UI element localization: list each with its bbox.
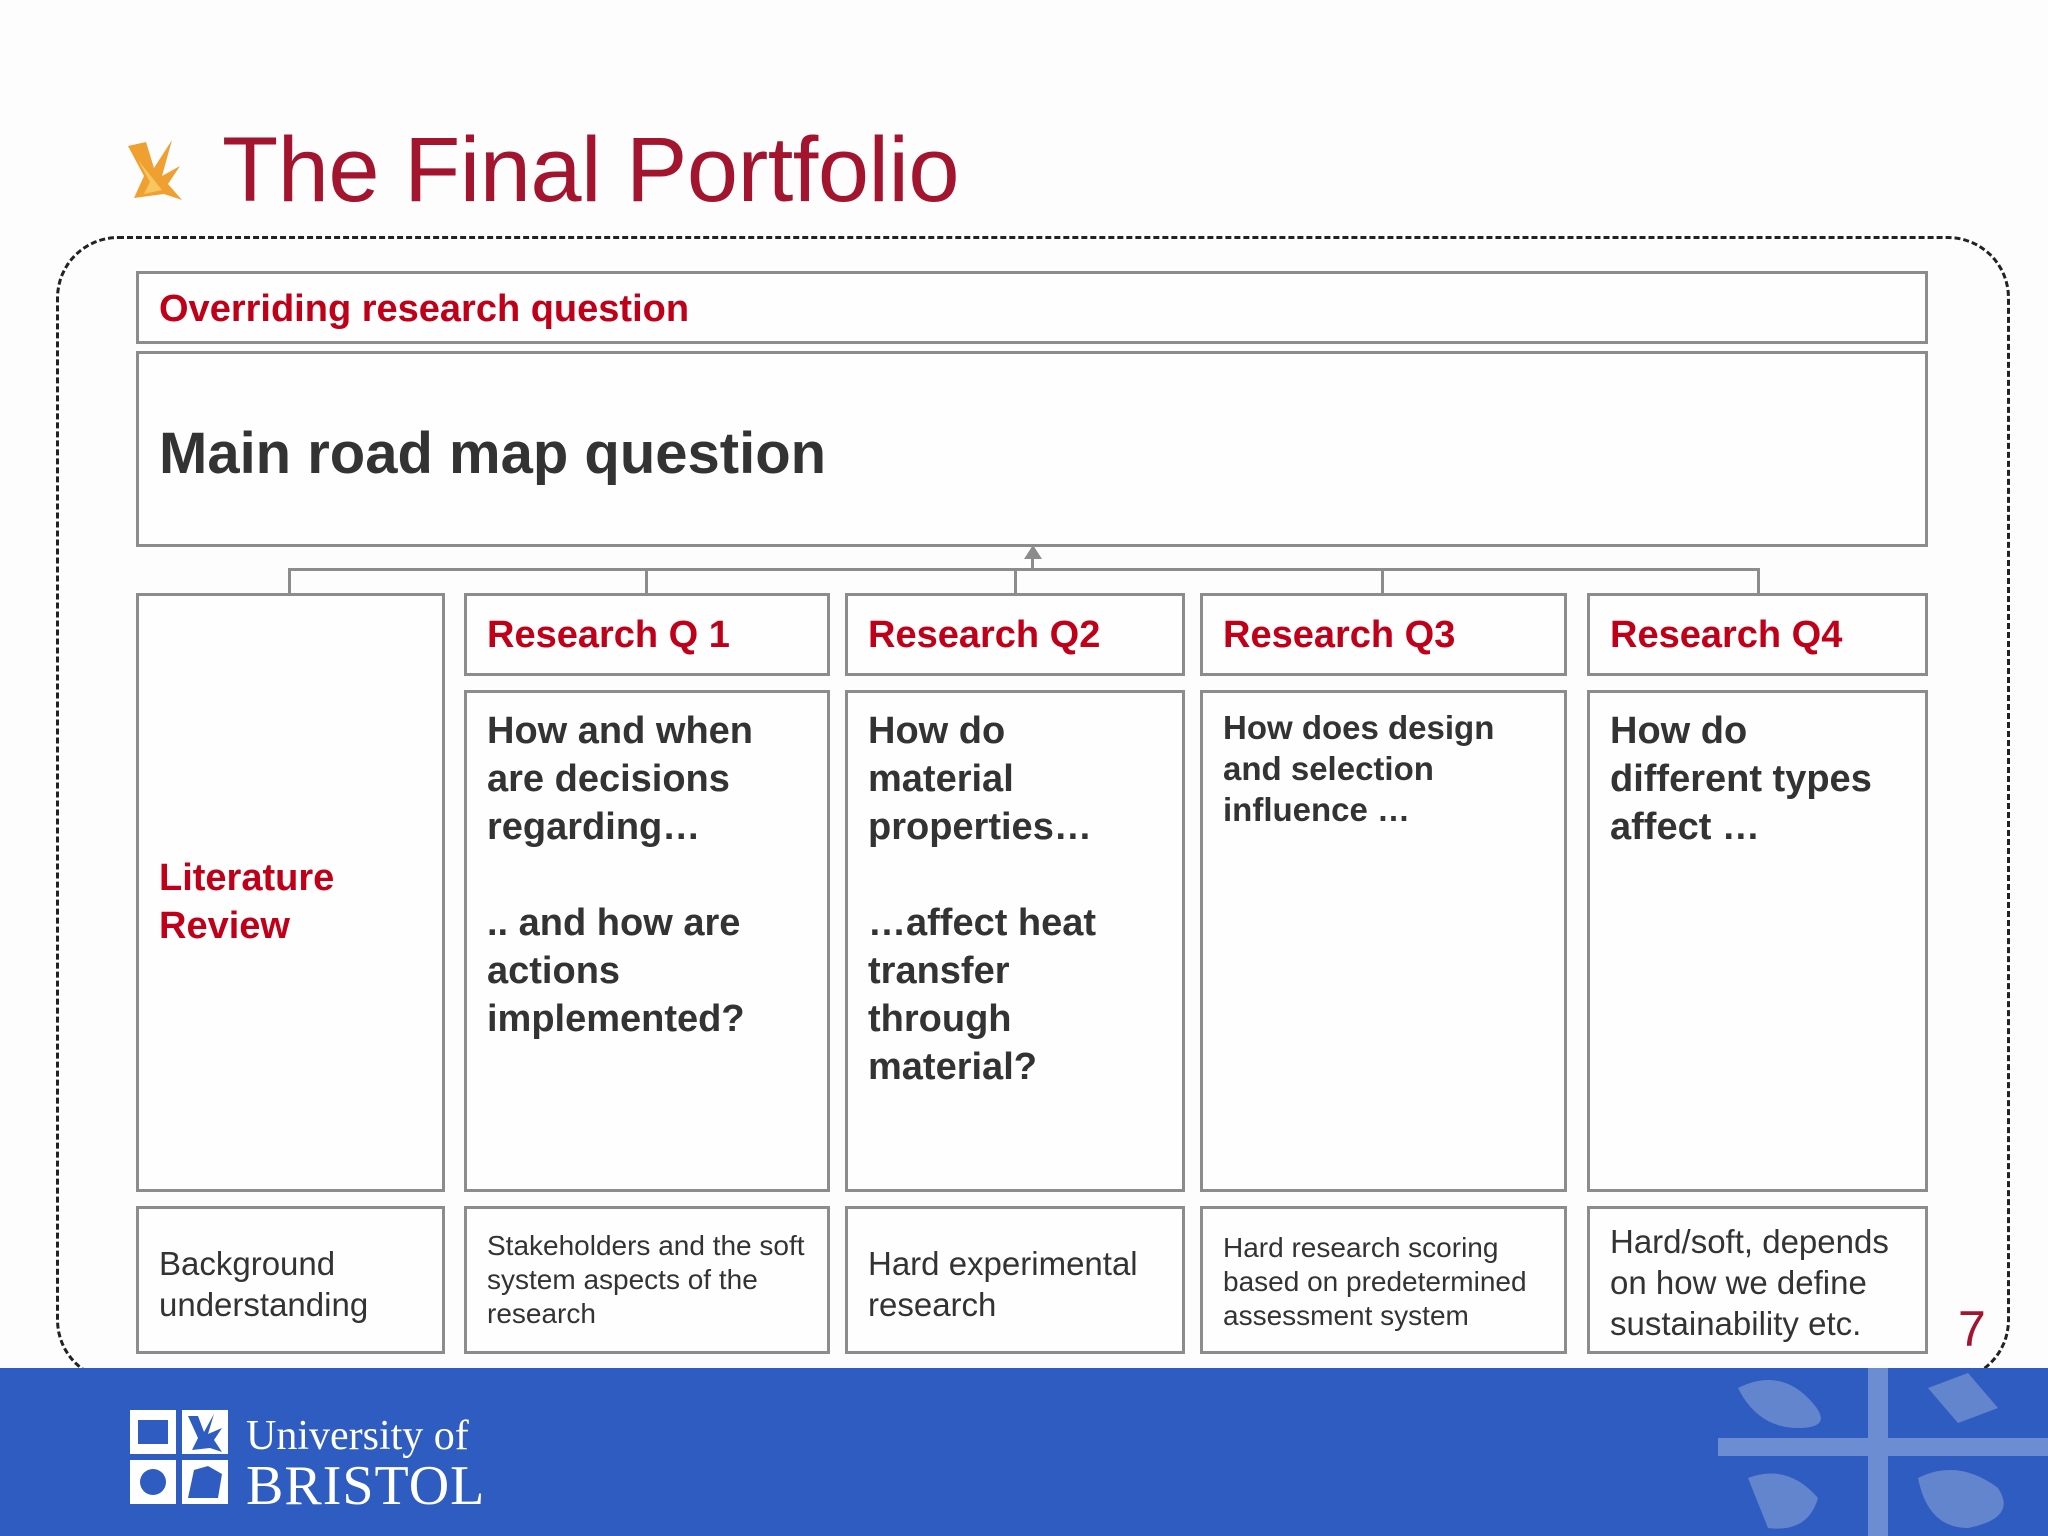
research-q2-title: Research Q2 xyxy=(868,614,1101,656)
research-q1-header: Research Q 1 xyxy=(464,593,830,676)
research-q1-footer-box: Stakeholders and the soft system aspects… xyxy=(464,1206,830,1354)
research-q1-body: How and when are decisions regarding… ..… xyxy=(487,710,753,1040)
connector-drop-q3 xyxy=(1381,568,1384,594)
main-question-box: Main road map question xyxy=(136,351,1928,547)
literature-review-footer: Background understanding xyxy=(159,1245,369,1323)
literature-review-label: Literature Review xyxy=(159,857,335,947)
research-q3-title: Research Q3 xyxy=(1223,614,1456,656)
overriding-question-box: Overriding research question xyxy=(136,271,1928,344)
main-question-label: Main road map question xyxy=(159,421,827,486)
research-q2-body: How do material properties… …affect heat… xyxy=(868,710,1097,1088)
university-logo: University of BRISTOL xyxy=(128,1402,508,1517)
research-q4-title: Research Q4 xyxy=(1610,614,1843,656)
literature-review-footer-box: Background understanding xyxy=(136,1206,445,1354)
connector-drop-q4 xyxy=(1757,568,1760,594)
research-q4-footer: Hard/soft, depends on how we define sust… xyxy=(1610,1223,1889,1342)
research-q1-title: Research Q 1 xyxy=(487,614,730,656)
connector-drop-q2 xyxy=(1014,568,1017,594)
research-q4-footer-box: Hard/soft, depends on how we define sust… xyxy=(1587,1206,1928,1354)
connector-horizontal xyxy=(288,568,1760,571)
research-q1-footer: Stakeholders and the soft system aspects… xyxy=(487,1230,805,1329)
connector-drop-litrev xyxy=(288,568,291,594)
research-q2-header: Research Q2 xyxy=(845,593,1185,676)
research-q3-footer-box: Hard research scoring based on predeterm… xyxy=(1200,1206,1567,1354)
research-q4-body-box: How do different types affect … xyxy=(1587,690,1928,1192)
bristol-crest-icon xyxy=(130,1410,228,1504)
connector-drop-q1 xyxy=(645,568,648,594)
research-q3-body-box: How does design and selection influence … xyxy=(1200,690,1567,1192)
footer-band: University of BRISTOL xyxy=(0,1368,2048,1536)
literature-review-box: Literature Review xyxy=(136,593,445,1192)
logo-line-1: University of xyxy=(246,1413,469,1459)
logo-line-2: BRISTOL xyxy=(246,1455,486,1517)
bristol-flame-icon xyxy=(128,140,182,200)
research-q4-body: How do different types affect … xyxy=(1610,710,1872,848)
research-q3-body: How does design and selection influence … xyxy=(1223,709,1495,828)
connector-stem xyxy=(1031,552,1034,570)
crest-watermark-icon xyxy=(1718,1368,2048,1536)
arrow-up-icon xyxy=(1024,545,1042,559)
page-number: 7 xyxy=(1958,1301,1986,1357)
research-q2-body-box: How do material properties… …affect heat… xyxy=(845,690,1185,1192)
research-q2-footer-box: Hard experimental research xyxy=(845,1206,1185,1354)
research-q4-header: Research Q4 xyxy=(1587,593,1928,676)
research-q3-header: Research Q3 xyxy=(1200,593,1567,676)
research-q1-body-box: How and when are decisions regarding… ..… xyxy=(464,690,830,1192)
research-q3-footer: Hard research scoring based on predeterm… xyxy=(1223,1232,1527,1331)
research-q2-footer: Hard experimental research xyxy=(868,1245,1138,1323)
overriding-question-label: Overriding research question xyxy=(159,288,690,330)
slide-title: The Final Portfolio xyxy=(222,119,960,221)
